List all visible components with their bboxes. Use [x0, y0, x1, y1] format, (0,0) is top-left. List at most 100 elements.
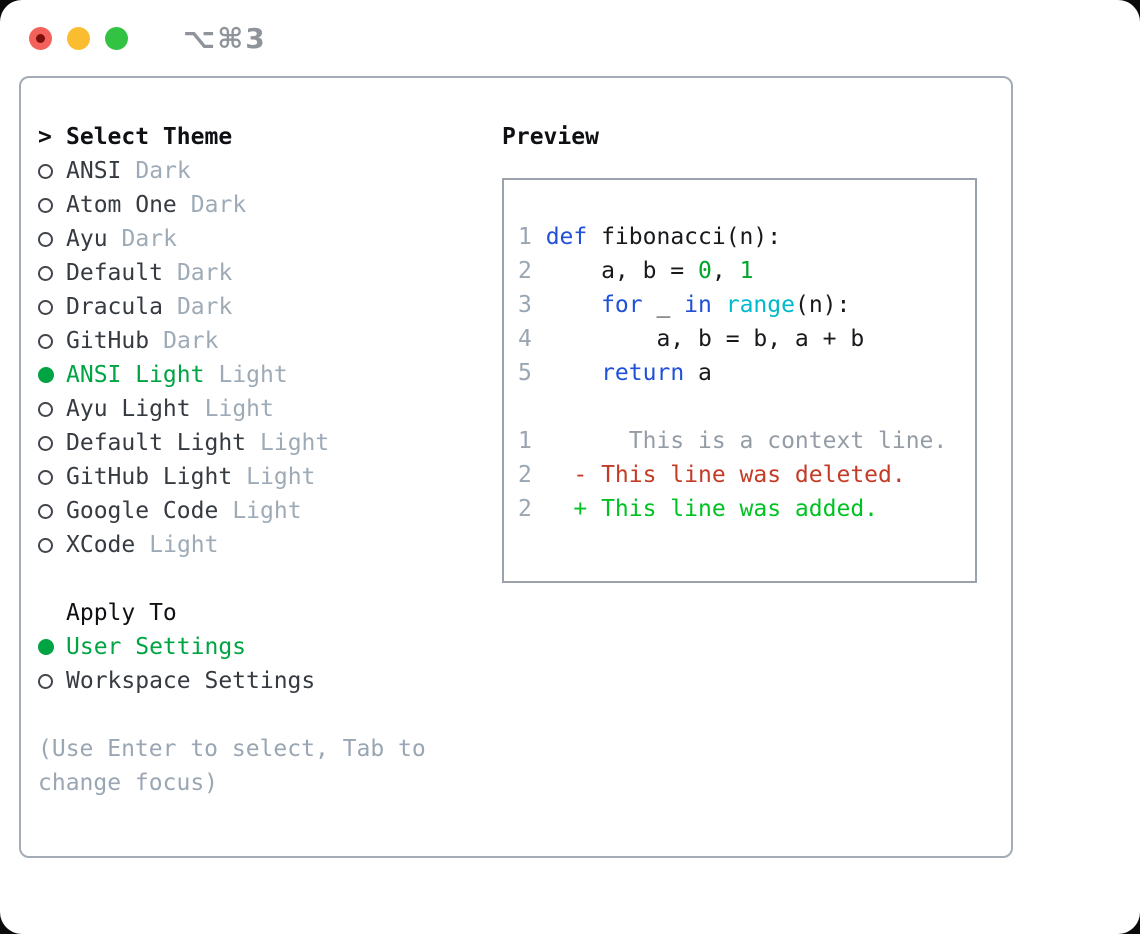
- option-label: Atom One: [66, 192, 177, 218]
- code-token-kw: for: [601, 292, 643, 318]
- option-label: ANSI: [66, 158, 122, 184]
- code-token-plain: [546, 360, 601, 386]
- code-token-kw: in: [684, 292, 712, 318]
- close-button[interactable]: [29, 26, 52, 50]
- radio-icon: [38, 265, 53, 281]
- variant-badge: Light: [260, 430, 330, 456]
- option-label: ANSI Light: [66, 362, 205, 388]
- option-label: Google Code: [66, 498, 219, 524]
- code-token-plain: [712, 292, 726, 318]
- code-token-add: + This line was added.: [545, 496, 879, 522]
- option-label: Ayu Light: [66, 396, 191, 422]
- code-token-plain: a, b = b, a + b: [545, 326, 865, 352]
- code-token-plain: fibonacci(n):: [587, 224, 782, 250]
- variant-badge: Dark: [176, 260, 233, 286]
- titlebar: ⌥⌘3: [0, 0, 1140, 76]
- help-text: (Use Enter to select, Tab to change focu…: [38, 732, 426, 800]
- code-token-plain: (n):: [794, 292, 851, 318]
- option-label: Workspace Settings: [66, 668, 316, 694]
- option-label: XCode: [66, 532, 136, 558]
- line-number: 1: [518, 224, 532, 250]
- unsaved-dot-icon: [36, 33, 45, 43]
- option-label: User Settings: [66, 634, 247, 660]
- diff-line: 1 This is a context line.: [518, 424, 975, 458]
- option-label: Ayu: [66, 226, 108, 252]
- line-number: 3: [518, 292, 532, 318]
- radio-icon: [38, 163, 53, 179]
- radio-selected-icon: [38, 639, 54, 655]
- apply-option-user-settings[interactable]: User Settings: [38, 630, 426, 664]
- code-line: 3 for _ in range(n):: [518, 288, 975, 322]
- line-number: 1: [518, 428, 532, 454]
- code-token-fn: range: [725, 292, 795, 318]
- variant-badge: Dark: [176, 294, 233, 320]
- option-label: Default: [66, 260, 163, 286]
- code-token-plain: ,: [711, 258, 740, 284]
- option-label: Default Light: [66, 430, 247, 456]
- theme-option-dracula[interactable]: Dracula Dark: [38, 290, 426, 324]
- help-text-line-1: (Use Enter to select, Tab to: [38, 736, 426, 762]
- code-line: 5 return a: [518, 356, 975, 390]
- code-token-kw: return: [601, 360, 685, 386]
- line-number: 4: [518, 326, 532, 352]
- focus-arrow-icon: >: [38, 124, 52, 150]
- code-token-plain: _: [642, 292, 685, 318]
- select-theme-header: > Select Theme: [38, 120, 426, 154]
- radio-icon: [38, 537, 53, 553]
- maximize-button[interactable]: [105, 26, 128, 50]
- preview-title: Preview: [502, 124, 599, 150]
- line-number: 2: [518, 462, 532, 488]
- variant-badge: Light: [149, 532, 219, 558]
- code-token-num: 0: [698, 258, 712, 284]
- variant-badge: Light: [218, 362, 288, 388]
- code-token-plain: a: [684, 360, 712, 386]
- radio-icon: [38, 299, 53, 315]
- radio-selected-icon: [38, 367, 54, 383]
- diff-line: 2 - This line was deleted.: [518, 458, 975, 492]
- theme-option-ansi-light[interactable]: ANSI Light Light: [38, 358, 426, 392]
- code-token-plain: a, b =: [545, 258, 699, 284]
- diff-sample: 1 This is a context line.2 - This line w…: [518, 424, 975, 526]
- radio-icon: [38, 503, 53, 519]
- diff-line: 2 + This line was added.: [518, 492, 975, 526]
- help-text-line-2: change focus): [38, 770, 219, 796]
- apply-option-workspace-settings[interactable]: Workspace Settings: [38, 664, 426, 698]
- radio-icon: [38, 197, 53, 213]
- code-line: 4 a, b = b, a + b: [518, 322, 975, 356]
- radio-icon: [38, 435, 53, 451]
- theme-option-default-light[interactable]: Default Light Light: [38, 426, 426, 460]
- apply-to-header: Apply To: [38, 596, 426, 630]
- variant-badge: Dark: [121, 226, 177, 252]
- theme-option-ayu[interactable]: Ayu Dark: [38, 222, 426, 256]
- code-line: 2 a, b = 0, 1: [518, 254, 975, 288]
- radio-icon: [38, 401, 53, 417]
- radio-icon: [38, 673, 53, 689]
- line-number: 5: [518, 360, 532, 386]
- theme-option-xcode[interactable]: XCode Light: [38, 528, 426, 562]
- select-theme-title: Select Theme: [66, 124, 233, 150]
- radio-icon: [38, 333, 53, 349]
- line-number: 2: [518, 258, 532, 284]
- theme-option-default[interactable]: Default Dark: [38, 256, 426, 290]
- radio-icon: [38, 469, 53, 485]
- variant-badge: Light: [246, 464, 316, 490]
- radio-icon: [38, 231, 53, 247]
- option-label: GitHub: [66, 328, 150, 354]
- window-title: ⌥⌘3: [183, 21, 267, 55]
- minimize-button[interactable]: [67, 26, 90, 50]
- option-label: Dracula: [66, 294, 163, 320]
